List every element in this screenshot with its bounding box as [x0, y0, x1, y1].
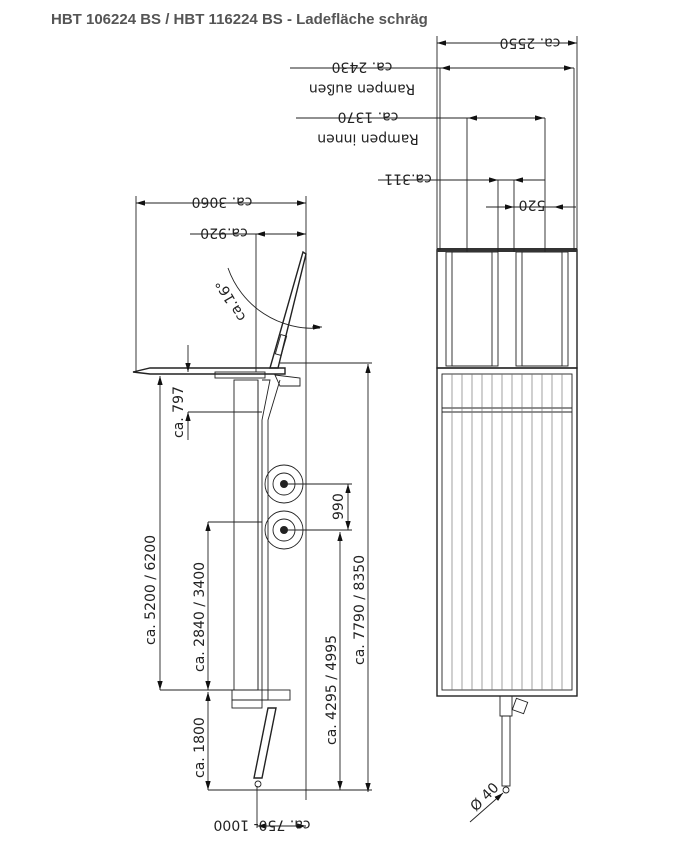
dim-coupling-diameter: Ø 40: [468, 780, 503, 815]
tilted-deck: [132, 367, 286, 375]
dim-front-height: ca. 797: [171, 386, 187, 438]
dim-axle-offset: ca. 2840 / 3400: [192, 562, 208, 672]
dim-axle-to-coupling: ca. 4295 / 4995: [324, 635, 340, 745]
deck-slats: [451, 374, 563, 690]
side-view-dimensions: ca. 3060 ca.920 ca.16° ca. 797 ca. 5200 …: [135, 193, 372, 832]
top-view: ca. 2550 ca. 2430 Rampen außen ca. 1370 …: [290, 34, 578, 823]
dim-axle-spacing: 990: [331, 493, 347, 520]
drawing-title: HBT 106224 BS / HBT 116224 BS - Ladefläc…: [51, 11, 428, 28]
trailer-side-outline: [132, 250, 307, 788]
dim-drawbar-length: ca. 1800: [192, 717, 208, 778]
dim-ramps-outer: ca. 2430: [332, 58, 393, 74]
dim-tilt-angle: ca.16°: [213, 277, 250, 324]
drawbar-side: [231, 689, 291, 788]
dim-ramps-inner: ca. 1370: [338, 108, 399, 124]
label-ramps-inner: Rampen innen: [317, 130, 419, 146]
dim-deck-length: ca. 5200 / 6200: [143, 535, 159, 645]
deck: [436, 367, 578, 697]
dim-ramp-projection: ca.920: [200, 224, 247, 240]
dim-width-total: ca. 2550: [500, 34, 561, 50]
ramp-right: [515, 251, 569, 367]
side-view: ca. 3060 ca.920 ca.16° ca. 797 ca. 5200 …: [132, 193, 372, 832]
label-ramps-outer: Rampen außen: [309, 80, 415, 96]
dim-ramp-spacing: 520: [519, 196, 546, 212]
top-view-dimensions: ca. 2550 ca. 2430 Rampen außen ca. 1370 …: [290, 34, 578, 823]
trailer-top-outline: [436, 248, 578, 794]
dim-overall-length: ca. 7790 / 8350: [352, 555, 368, 665]
dim-ramp-width: ca.311: [384, 170, 431, 186]
raised-ramp: [269, 250, 307, 369]
dim-coupling-height: ca. 750- 1000: [213, 816, 310, 832]
ramp-left: [445, 251, 499, 367]
dim-tilt-length: ca. 3060: [192, 193, 253, 209]
drawbar-top: [499, 695, 529, 794]
